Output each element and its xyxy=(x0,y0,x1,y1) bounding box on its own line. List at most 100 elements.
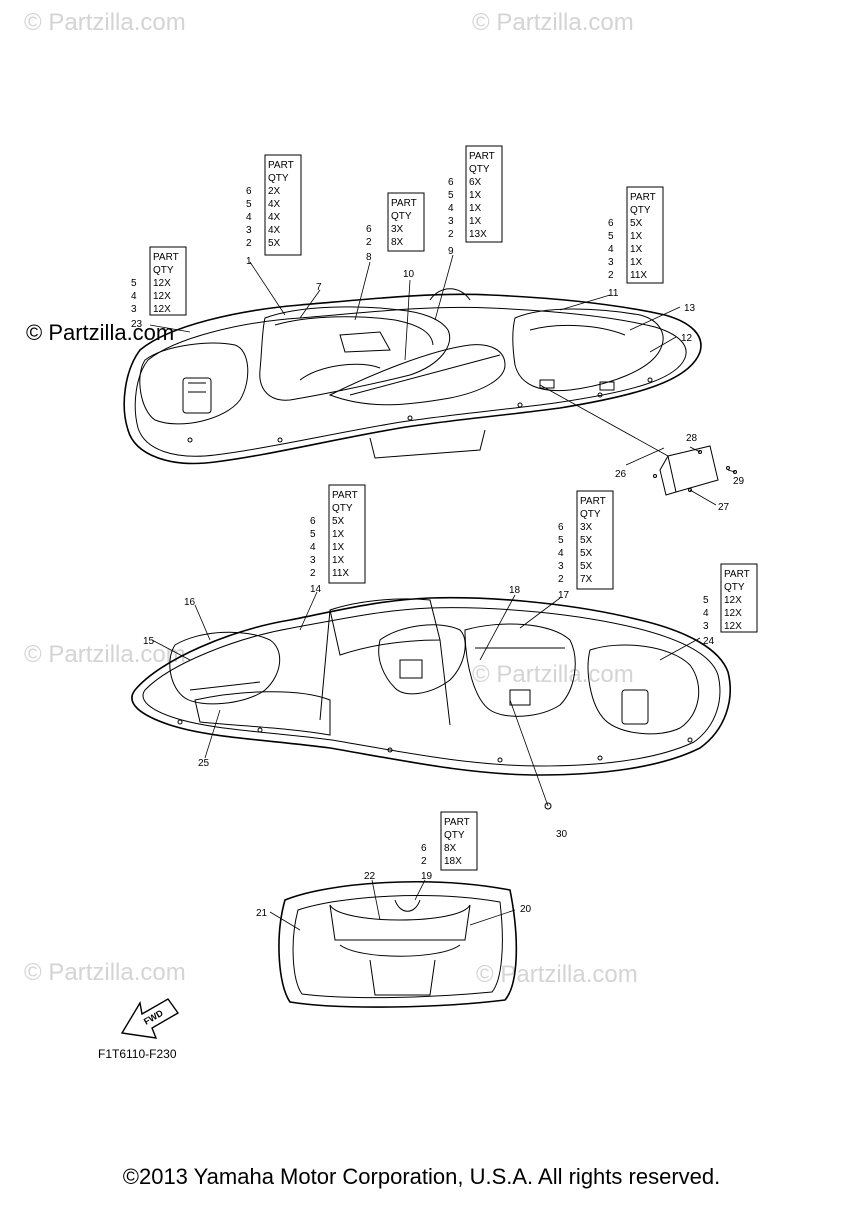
table-qty: 13X xyxy=(469,229,487,240)
callout-label: 21 xyxy=(256,908,268,919)
table-part: 4 xyxy=(703,608,709,619)
table-qty: 3X xyxy=(580,522,593,533)
watermark: © Partzilla.com xyxy=(472,661,634,688)
rear-deck-drawing xyxy=(278,881,518,1008)
table-header: QTY xyxy=(444,830,465,841)
watermark: © Partzilla.com xyxy=(24,959,186,986)
table-header: QTY xyxy=(268,173,289,184)
qty-table-1: PART QTY 2X 4X 4X 4X 5X 6 5 4 3 2 1 xyxy=(246,154,302,267)
table-qty: 7X xyxy=(580,574,593,585)
table-header: QTY xyxy=(724,582,745,593)
table-part: 6 xyxy=(608,218,614,229)
table-part: 3 xyxy=(608,257,614,268)
callout-label: 10 xyxy=(403,269,415,280)
table-header: PART xyxy=(268,160,294,171)
callout-label: 12 xyxy=(681,333,693,344)
table-part: 4 xyxy=(608,244,614,255)
table-header: PART xyxy=(391,198,417,209)
table-qty: 1X xyxy=(332,529,345,540)
qty-table-9: PART QTY 8X 18X 6 2 19 xyxy=(421,811,478,882)
table-part: 3 xyxy=(310,555,316,566)
table-part: 2 xyxy=(246,238,252,249)
table-qty: 18X xyxy=(444,856,462,867)
table-part: 3 xyxy=(558,561,564,572)
callout-label: 18 xyxy=(509,585,521,596)
callout-label: 28 xyxy=(686,433,698,444)
table-qty: 12X xyxy=(724,595,742,606)
table-part: 2 xyxy=(421,856,427,867)
table-part: 3 xyxy=(246,225,252,236)
table-qty: 12X xyxy=(153,304,171,315)
table-ref: 19 xyxy=(421,871,433,882)
table-header: PART xyxy=(469,151,495,162)
qty-table-6: PART QTY 5X 1X 1X 1X 11X 6 5 4 3 2 14 xyxy=(310,484,366,595)
table-part: 5 xyxy=(310,529,316,540)
table-ref: 24 xyxy=(703,636,715,647)
table-header: PART xyxy=(724,569,750,580)
callout-labels: 7 10 12 13 26 27 28 29 15 16 18 25 30 20… xyxy=(143,269,745,919)
table-header: PART xyxy=(332,490,358,501)
watermark-overlay: © Partzilla.com xyxy=(26,320,175,345)
table-ref: 14 xyxy=(310,584,322,595)
table-part: 5 xyxy=(608,231,614,242)
table-qty: 12X xyxy=(153,291,171,302)
callout-label: 29 xyxy=(733,476,745,487)
table-part: 3 xyxy=(448,216,454,227)
table-header: QTY xyxy=(469,164,490,175)
callout-label: 13 xyxy=(684,303,696,314)
table-ref: 9 xyxy=(448,246,454,257)
table-qty: 5X xyxy=(580,548,593,559)
table-qty: 12X xyxy=(724,621,742,632)
table-part: 3 xyxy=(131,304,137,315)
watermark: © Partzilla.com xyxy=(476,961,638,988)
table-part: 2 xyxy=(608,270,614,281)
table-qty: 1X xyxy=(332,542,345,553)
table-ref: 23 xyxy=(131,319,143,330)
callout-label: 15 xyxy=(143,636,155,647)
figure-code: F1T6110-F230 xyxy=(98,1047,177,1061)
table-ref: 11 xyxy=(608,288,619,299)
watermark: © Partzilla.com xyxy=(24,641,186,668)
table-part: 5 xyxy=(558,535,564,546)
table-part: 6 xyxy=(366,224,372,235)
table-part: 4 xyxy=(131,291,137,302)
table-qty: 5X xyxy=(332,516,345,527)
table-part: 4 xyxy=(246,212,252,223)
qty-table-4: PART QTY 6X 1X 1X 1X 13X 6 5 4 3 2 9 xyxy=(448,145,503,257)
table-ref: 8 xyxy=(366,252,372,263)
table-part: 5 xyxy=(703,595,709,606)
table-header: QTY xyxy=(630,205,651,216)
table-qty: 2X xyxy=(268,186,281,197)
fwd-arrow-icon: FWD xyxy=(120,998,180,1039)
qty-table-7: PART QTY 3X 5X 5X 5X 7X 6 5 4 3 2 17 xyxy=(558,490,614,601)
table-ref: 1 xyxy=(246,256,252,267)
table-qty: 12X xyxy=(724,608,742,619)
table-qty: 5X xyxy=(268,238,281,249)
table-part: 6 xyxy=(246,186,252,197)
table-qty: 3X xyxy=(391,224,404,235)
table-part: 4 xyxy=(310,542,316,553)
table-part: 4 xyxy=(448,203,454,214)
table-part: 5 xyxy=(448,190,454,201)
middle-deck-drawing xyxy=(131,596,731,810)
table-qty: 8X xyxy=(391,237,404,248)
table-part: 5 xyxy=(246,199,252,210)
table-part: 5 xyxy=(131,278,137,289)
callout-label: 26 xyxy=(615,469,627,480)
table-qty: 1X xyxy=(630,257,643,268)
callout-label: 16 xyxy=(184,597,196,608)
table-part: 2 xyxy=(366,237,372,248)
table-qty: 4X xyxy=(268,225,281,236)
table-qty: 4X xyxy=(268,212,281,223)
callout-label: 20 xyxy=(520,904,532,915)
table-part: 2 xyxy=(310,568,316,579)
watermark: © Partzilla.com xyxy=(472,9,634,36)
table-qty: 1X xyxy=(469,203,482,214)
callout-label: 27 xyxy=(718,502,730,513)
callout-label: 22 xyxy=(364,871,376,882)
qty-table-5: PART QTY 5X 1X 1X 1X 11X 6 5 4 3 2 11 xyxy=(608,186,664,299)
table-header: QTY xyxy=(391,211,412,222)
table-qty: 1X xyxy=(469,216,482,227)
table-qty: 11X xyxy=(332,568,349,579)
table-header: QTY xyxy=(153,265,174,276)
